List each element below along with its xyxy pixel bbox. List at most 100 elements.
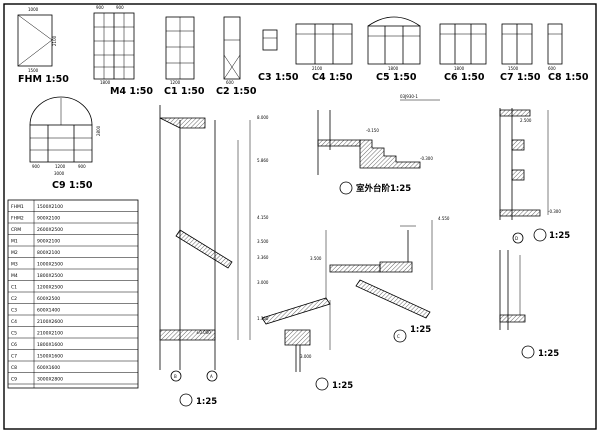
c9-label: C9 1:50 — [52, 180, 93, 191]
schedule-code: C2 — [11, 296, 17, 302]
elev-minus-0150: -0.150 — [366, 128, 379, 133]
c8-width-dim: 600 — [548, 66, 556, 71]
right-detail-marker — [533, 228, 547, 242]
schedule-size: 2600X2500 — [37, 227, 63, 233]
sheet-border — [3, 3, 597, 430]
bottom-detail-marker: 1:25 — [179, 393, 217, 407]
elev-minus-0300: -0.300 — [420, 156, 433, 161]
schedule-code: M2 — [11, 250, 18, 256]
schedule-size: 900X2100 — [37, 216, 60, 222]
fhm-height-dim: 2100 — [52, 35, 57, 46]
right-lower-detail-marker — [521, 345, 535, 359]
m4-label: M4 1:50 — [110, 86, 153, 97]
axis-d-label: D — [515, 236, 518, 241]
detail-label-5: 1:25 — [196, 397, 217, 407]
schedule-size: 1800X1600 — [37, 342, 63, 348]
c9-dim-a: 900 — [32, 164, 40, 169]
c9-height-dim: 2800 — [96, 125, 101, 136]
outdoor-steps-detail: 03J930-1 -0.150 -0.300 室外台阶1:25 — [317, 94, 440, 195]
c2-label: C2 1:50 — [216, 86, 257, 97]
detail-label-2: 1:25 — [410, 325, 431, 335]
elev-5860: 5.860 — [257, 158, 269, 163]
right-lower-detail: 1:25 — [499, 250, 559, 359]
schedule-code: C6 — [11, 342, 17, 348]
c2-width-dim: 600 — [226, 80, 234, 85]
schedule-code: C5 — [11, 331, 17, 337]
schedule-size: 3000X2800 — [37, 377, 63, 383]
elev-3500-b: 3.500 — [310, 256, 322, 261]
schedule-size: 1000X2500 — [37, 262, 63, 268]
c7-width-dim: 1500 — [508, 66, 519, 71]
c4-label: C4 1:50 — [312, 72, 353, 83]
c9-dim-b: 1200 — [55, 164, 66, 169]
c7-label: C7 1:50 — [500, 72, 541, 83]
c1-width-dim: 1200 — [170, 80, 181, 85]
c4-elevation: 2100 C4 1:50 — [295, 23, 353, 83]
schedule-code: C3 — [11, 308, 17, 314]
detail-label-1: 1:25 — [332, 381, 353, 391]
fhm-elevation: 1000 2100 1500 FHM 1:50 — [17, 7, 69, 85]
c9-width-dim: 3000 — [54, 171, 65, 176]
c9-elevation: 900 1200 900 3000 2800 C9 1:50 — [29, 96, 101, 191]
m4-dim-a: 900 — [96, 5, 104, 10]
schedule-size: 1200X2500 — [37, 285, 63, 291]
c8-label: C8 1:50 — [548, 72, 589, 83]
schedule-code: C8 — [11, 365, 17, 371]
c6-elevation: 1800 C6 1:50 — [439, 23, 487, 83]
c1-label: C1 1:50 — [164, 86, 205, 97]
axis-c-label: C — [397, 334, 400, 339]
elev-3000: 3.000 — [257, 280, 269, 285]
schedule-size: 1500X1600 — [37, 354, 63, 360]
c2-elevation: 600 C2 1:50 — [216, 16, 257, 97]
lower-dim: 3.000 — [300, 354, 312, 359]
schedule-code: C7 — [11, 354, 17, 360]
axis-b-label: B — [174, 374, 177, 379]
schedule-size: 1800X2500 — [37, 273, 63, 279]
c1-elevation: 1200 C1 1:50 — [164, 16, 205, 97]
elev-4550: 4.550 — [438, 216, 450, 221]
schedule-size: 2100X2100 — [37, 331, 63, 337]
m4-width-dim: 1800 — [100, 80, 111, 85]
schedule-size: 2100X2600 — [37, 319, 63, 325]
c5-label: C5 1:50 — [376, 72, 417, 83]
elev-zero: ±0.000 — [196, 330, 211, 335]
schedule-size: 600X2500 — [37, 296, 60, 302]
fhm-width-dim: 1500 — [28, 68, 39, 73]
schedule-code: CRM — [11, 227, 21, 233]
m4-elevation: 900 900 1800 M4 1:50 — [93, 5, 153, 97]
m4-dim-b: 900 — [116, 5, 124, 10]
elev-minus-0300-b: -0.300 — [548, 209, 561, 214]
schedule-size: 600X1400 — [37, 308, 60, 314]
schedule-size: 900X2100 — [37, 239, 60, 245]
schedule-size: 600X1600 — [37, 365, 60, 371]
lower-detail-marker — [315, 377, 329, 391]
schedule-code: C1 — [11, 285, 17, 291]
elev-8000: 8.000 — [257, 115, 269, 120]
elev-3500: 3.500 — [257, 239, 269, 244]
c8-elevation: 600 C8 1:50 — [547, 23, 589, 83]
c5-elevation: 1800 C5 1:50 — [367, 16, 421, 83]
wall-section: 8.000 5.860 4.150 3.500 3.360 3.000 1.36… — [159, 105, 269, 382]
schedule-code: FHM2 — [11, 216, 24, 222]
c9-dim-c: 900 — [78, 164, 86, 169]
c4-width-dim: 2100 — [312, 66, 323, 71]
axis-a-label: A — [210, 374, 213, 379]
elev-4150: 4.150 — [257, 215, 269, 220]
schedule-code: M4 — [11, 273, 18, 279]
lower-eave-detail: 3.000 1:25 — [261, 297, 353, 391]
c6-width-dim: 1800 — [454, 66, 465, 71]
right-section-detail: 2.500 -0.300 D 1:25 — [499, 108, 570, 244]
schedule-code: C4 — [11, 319, 17, 325]
schedule-code: FHM1 — [11, 204, 24, 210]
outdoor-steps-label: 室外台阶1:25 — [356, 183, 411, 194]
elev-2500: 2.500 — [520, 118, 532, 123]
detail-label-4: 1:25 — [538, 349, 559, 359]
schedule-size: 1500X2100 — [37, 204, 63, 210]
fhm-top-dim: 1000 — [28, 7, 39, 12]
steps-detail-marker — [339, 181, 353, 195]
schedule-code: C9 — [11, 377, 17, 383]
c5-width-dim: 1800 — [388, 66, 399, 71]
c7-elevation: 1500 C7 1:50 — [500, 23, 541, 83]
